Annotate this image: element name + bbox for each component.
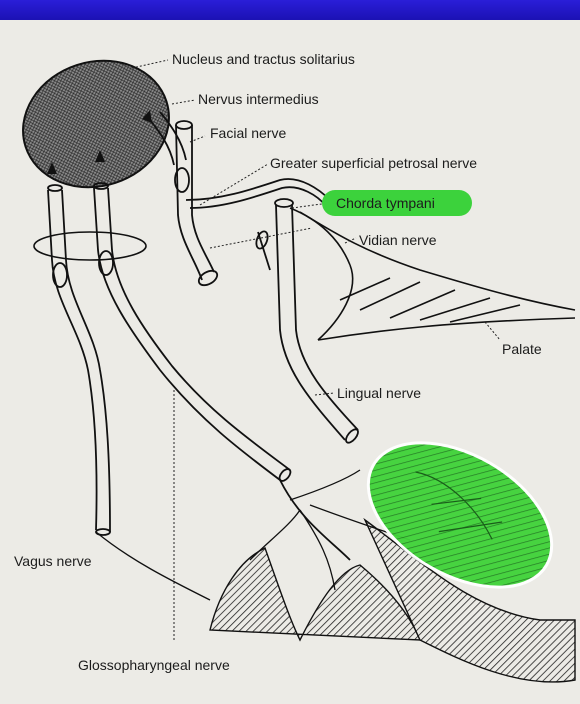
vagus-nerve-drawing (48, 185, 110, 535)
label-nucleus: Nucleus and tractus solitarius (172, 51, 355, 67)
label-facial-nerve: Facial nerve (210, 125, 286, 141)
nucleus-solitarius-oval (6, 42, 185, 206)
label-chorda-tympani: Chorda tympani (336, 195, 435, 211)
label-glossopharyngeal-nerve: Glossopharyngeal nerve (78, 657, 230, 673)
palate-drawing (290, 208, 575, 340)
label-greater-superficial-petrosal-nerve: Greater superficial petrosal nerve (270, 155, 477, 171)
label-nervus-intermedius: Nervus intermedius (198, 91, 319, 107)
label-palate: Palate (502, 341, 542, 357)
label-lingual-nerve: Lingual nerve (337, 385, 421, 401)
label-vagus-nerve: Vagus nerve (14, 553, 92, 569)
label-vidian-nerve: Vidian nerve (359, 232, 437, 248)
